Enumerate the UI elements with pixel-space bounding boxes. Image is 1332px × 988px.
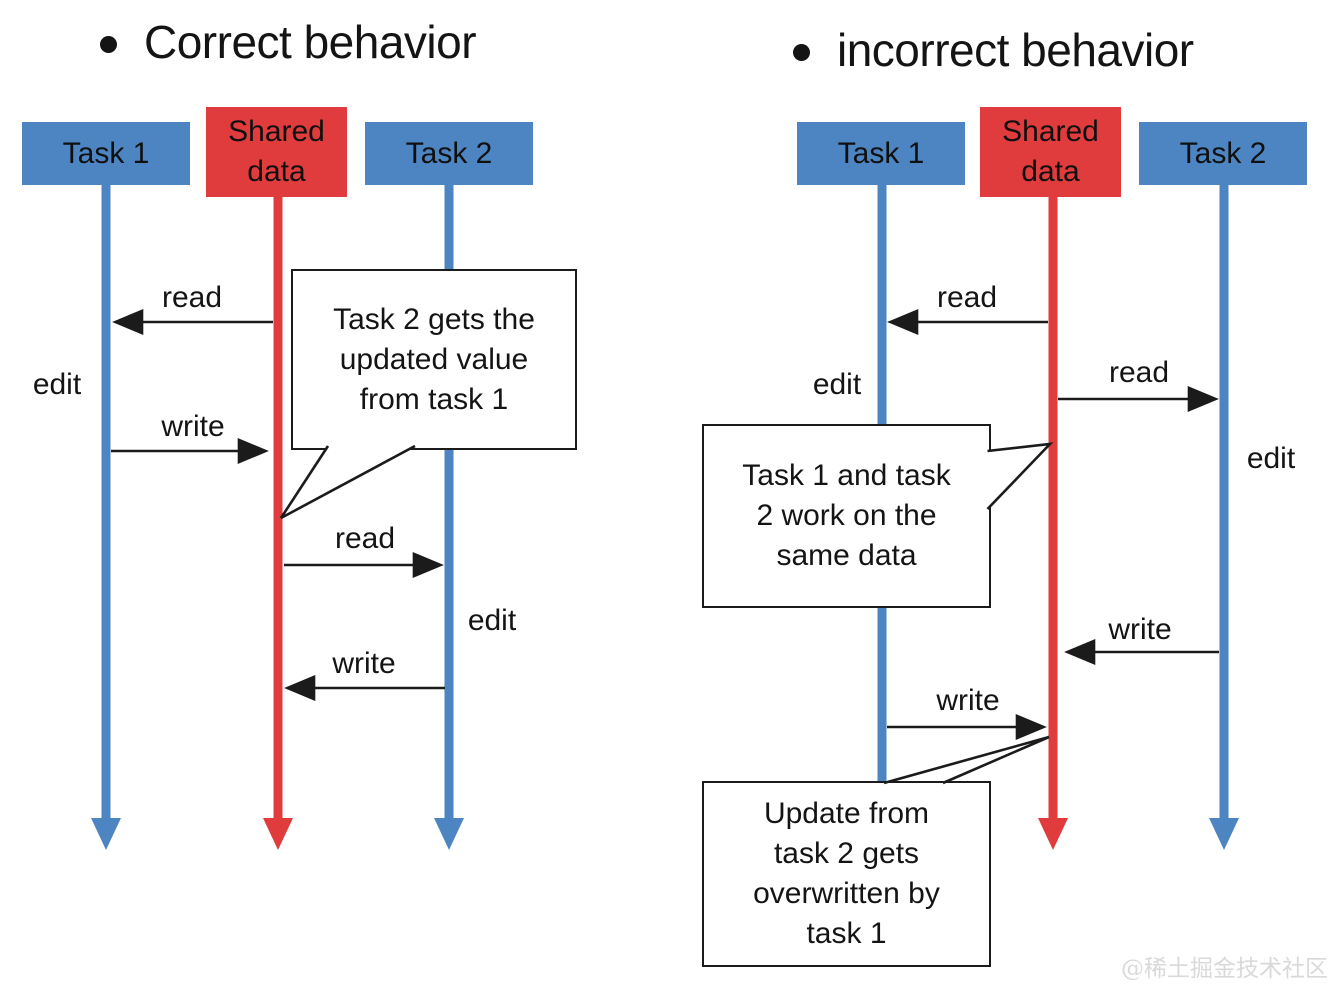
right-callout-2-tail	[883, 735, 1050, 785]
right-callout-1: Task 1 and task 2 work on the same data	[702, 424, 991, 608]
right-edit2-label: edit	[1246, 442, 1296, 475]
left-callout-tail	[279, 444, 416, 520]
left-edit2-label: edit	[467, 604, 517, 637]
left-task2-lifeline-arrow-icon	[434, 818, 464, 850]
left-edit1-label: edit	[32, 368, 82, 401]
right-callout-2: Update from task 2 gets overwritten by t…	[702, 781, 991, 967]
left-shared-lifeline-arrow-icon	[263, 818, 293, 850]
right-shared-data-box: Shared data	[980, 107, 1121, 197]
left-write2-label: write	[332, 647, 396, 680]
right-callout-1-tail	[986, 442, 1054, 510]
right-title: incorrect behavior	[793, 24, 1194, 77]
left-write1-label: write	[161, 410, 225, 443]
watermark-text: @稀土掘金技术社区	[1121, 956, 1328, 982]
right-write1-label: write	[1108, 613, 1172, 646]
right-read1-label: read	[936, 281, 998, 314]
right-read2-label: read	[1108, 356, 1170, 389]
left-title-text: Correct behavior	[144, 16, 477, 68]
left-shared-data-box: Shared data	[206, 107, 347, 197]
left-task2-box: Task 2	[365, 122, 533, 185]
right-title-text: incorrect behavior	[837, 24, 1194, 76]
right-task1-box: Task 1	[797, 122, 965, 185]
right-edit1-label: edit	[812, 368, 862, 401]
right-task2-box: Task 2	[1139, 122, 1307, 185]
right-task2-lifeline-arrow-icon	[1209, 818, 1239, 850]
left-read1-label: read	[161, 281, 223, 314]
left-title: Correct behavior	[100, 16, 477, 69]
left-read2-label: read	[334, 522, 396, 555]
right-write2-label: write	[936, 684, 1000, 717]
left-callout: Task 2 gets the updated value from task …	[291, 269, 577, 450]
bullet-icon	[100, 35, 117, 53]
left-task1-box: Task 1	[22, 122, 190, 185]
right-shared-lifeline-arrow-icon	[1038, 818, 1068, 850]
bullet-icon	[793, 43, 810, 61]
left-task1-lifeline-arrow-icon	[91, 818, 121, 850]
